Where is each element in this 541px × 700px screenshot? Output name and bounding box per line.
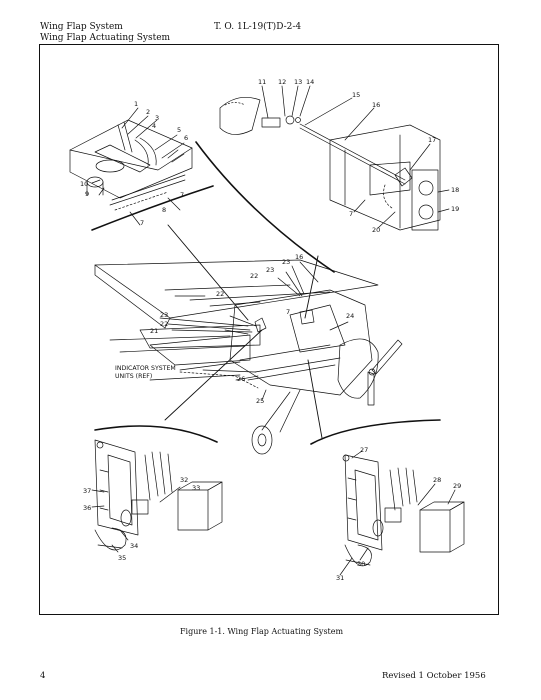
callout-29: 29 — [453, 482, 461, 490]
callout-5: 5 — [177, 126, 181, 134]
divider-arc-upper-right — [195, 141, 335, 273]
divider-arc-lower-right — [310, 419, 441, 445]
callout-16: 16 — [372, 101, 380, 109]
callout-4: 4 — [152, 122, 156, 130]
callout-2: 2 — [146, 108, 150, 116]
callout-15: 15 — [352, 91, 360, 99]
callout-31: 31 — [336, 574, 344, 582]
callout-labels: 1 2 3 4 5 6 7 7 7 7 8 9 10 11 12 13 14 1… — [80, 78, 461, 582]
callout-3: 3 — [155, 114, 159, 122]
callout-36: 36 — [83, 504, 91, 512]
callout-23: 23 — [160, 311, 168, 319]
callout-10: 10 — [80, 180, 88, 188]
detail-cable-bracket-upper-right — [219, 97, 441, 231]
figure-frame — [39, 44, 499, 615]
divider-arc-lower-left — [94, 425, 218, 443]
callout-22: 22 — [216, 290, 224, 298]
section-title: Wing Flap System — [40, 22, 123, 32]
callout-11: 11 — [258, 78, 266, 86]
callout-17: 17 — [428, 136, 436, 144]
callout-27: 27 — [360, 446, 368, 454]
callout-26: 26 — [237, 375, 245, 383]
callout-35: 35 — [118, 554, 126, 562]
callout-1: 1 — [134, 100, 138, 108]
callout-22: 22 — [250, 272, 258, 280]
callout-19: 19 — [451, 205, 459, 213]
callout-21: 21 — [150, 327, 158, 335]
leader-line — [167, 224, 249, 321]
leader-line — [304, 255, 319, 319]
callout-23: 23 — [266, 266, 274, 274]
callout-12: 12 — [278, 78, 286, 86]
callout-30: 30 — [357, 560, 365, 568]
callout-37: 37 — [83, 487, 91, 495]
detail-actuator-lower-right — [342, 454, 465, 567]
callout-6: 6 — [184, 134, 188, 142]
callout-7: 7 — [140, 219, 144, 227]
callout-7: 7 — [180, 191, 184, 199]
aircraft-outline — [94, 259, 403, 455]
callout-28: 28 — [433, 476, 441, 484]
leader-line — [307, 359, 323, 439]
document-number: T. O. 1L-19(T)D-2-4 — [214, 22, 302, 32]
callout-7: 7 — [286, 308, 290, 316]
callout-18: 18 — [451, 186, 459, 194]
callout-16: 16 — [295, 253, 303, 261]
callout-20: 20 — [372, 226, 380, 234]
subsection-title: Wing Flap Actuating System — [40, 33, 171, 43]
callout-34: 34 — [130, 542, 138, 550]
callout-24: 24 — [346, 312, 354, 320]
callout-33: 33 — [192, 484, 200, 492]
leader-line — [164, 329, 263, 421]
callout-7: 7 — [349, 210, 353, 218]
detail-flap-actuator-upper-left — [69, 119, 193, 211]
callout-22: 22 — [160, 320, 168, 328]
callout-25: 25 — [256, 397, 264, 405]
callout-32: 32 — [180, 476, 188, 484]
divider-arc-upper-left — [91, 185, 214, 231]
callout-13: 13 — [294, 78, 302, 86]
detail-actuator-lower-left — [94, 439, 223, 551]
callout-9: 9 — [85, 190, 89, 198]
reference-label-line1: INDICATOR SYSTEM — [115, 365, 176, 372]
figure-caption: Figure 1-1. Wing Flap Actuating System — [180, 627, 343, 636]
callout-8: 8 — [162, 206, 166, 214]
reference-label-line2: UNITS (REF) — [115, 373, 152, 380]
callout-14: 14 — [306, 78, 314, 86]
page-number: 4 — [40, 671, 45, 681]
revision-date: Revised 1 October 1956 — [382, 671, 486, 681]
callout-23: 23 — [282, 258, 290, 266]
